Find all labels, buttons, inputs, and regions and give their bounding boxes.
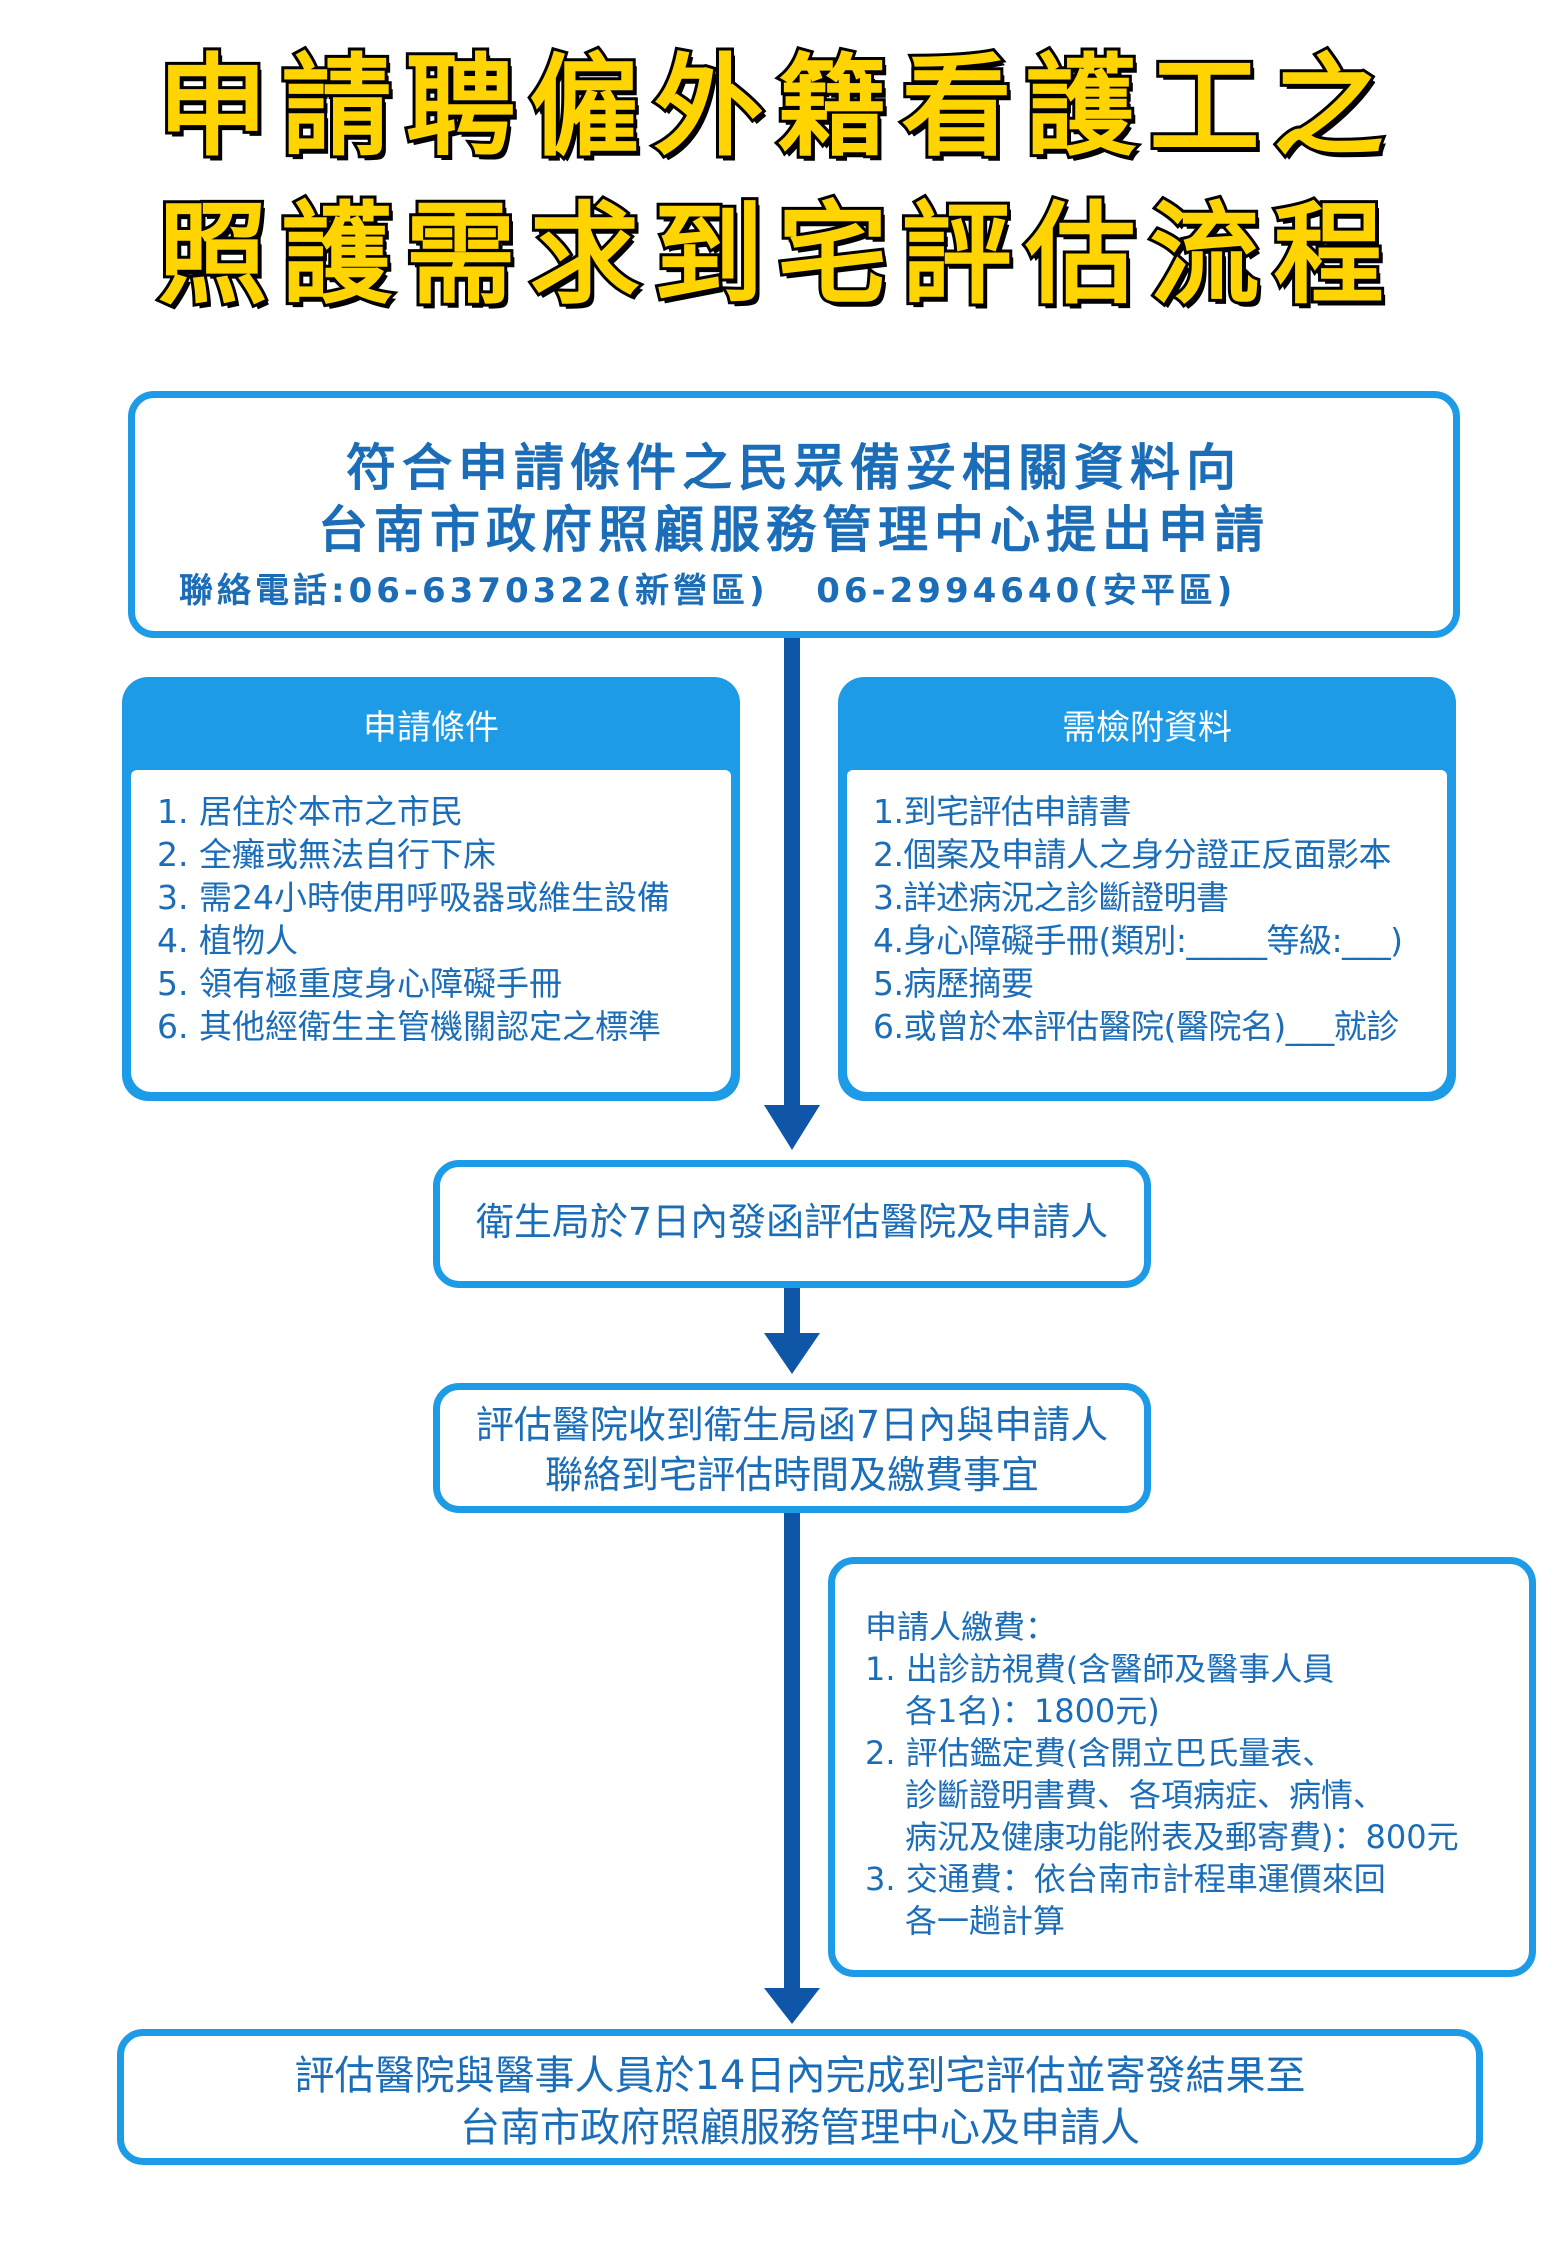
step-hospital-contact: 評估醫院收到衛生局函7日內與申請人 聯絡到宅評估時間及繳費事宜 — [433, 1383, 1151, 1513]
step2-line-1: 評估醫院收到衛生局函7日內與申請人 — [475, 1403, 1109, 1447]
application-box: 符合申請條件之民眾備妥相關資料向 台南市政府照顧服務管理中心提出申請 聯絡電話:… — [128, 391, 1460, 638]
application-line-2: 台南市政府照顧服務管理中心提出申請 — [318, 501, 1270, 559]
condition-item: 1. 居住於本市之市民 — [157, 792, 463, 831]
fee-line: 各1名)：1800元) — [905, 1692, 1160, 1730]
condition-item: 5. 領有極重度身心障礙手冊 — [157, 964, 562, 1003]
title-line-1: 申請聘僱外籍看護工之 — [155, 43, 1398, 171]
final-text: 評估醫院與醫事人員於14日內完成到宅評估並寄發結果至 台南市政府照顧服務管理中心… — [124, 2050, 1476, 2154]
fee-line: 各一趟計算 — [905, 1902, 1066, 1940]
document-item: 2.個案及申請人之身分證正反面影本 — [873, 835, 1392, 874]
application-line-1: 符合申請條件之民眾備妥相關資料向 — [346, 439, 1242, 497]
conditions-card: 申請條件 1. 居住於本市之市民 2. 全癱或無法自行下床 3. 需24小時使用… — [122, 677, 740, 1101]
document-item: 4.身心障礙手冊(類別:_____等級:___) — [873, 921, 1403, 960]
documents-header: 需檢附資料 — [1062, 708, 1232, 748]
document-item: 1.到宅評估申請書 — [873, 792, 1132, 831]
condition-item: 3. 需24小時使用呼吸器或維生設備 — [157, 878, 670, 917]
step-health-bureau-notice: 衛生局於7日內發函評估醫院及申請人 — [433, 1160, 1151, 1288]
condition-item: 4. 植物人 — [157, 921, 298, 960]
condition-item: 6. 其他經衛生主管機關認定之標準 — [157, 1007, 661, 1046]
step2-line-2: 聯絡到宅評估時間及繳費事宜 — [544, 1453, 1039, 1497]
arrow-shaft-1 — [784, 638, 800, 1108]
final-line-1: 評估醫院與醫事人員於14日內完成到宅評估並寄發結果至 — [294, 2053, 1306, 2099]
arrow-head-1 — [764, 1105, 820, 1150]
fee-line: 3. 交通費：依台南市計程車運價來回 — [865, 1860, 1386, 1898]
arrow-shaft-3 — [784, 1513, 800, 1991]
documents-card: 需檢附資料 1.到宅評估申請書 2.個案及申請人之身分證正反面影本 3.詳述病況… — [838, 677, 1456, 1101]
condition-item: 2. 全癱或無法自行下床 — [157, 835, 496, 874]
fee-title: 申請人繳費： — [865, 1608, 1058, 1646]
documents-list: 1.到宅評估申請書 2.個案及申請人之身分證正反面影本 3.詳述病況之診斷證明書… — [847, 770, 1447, 1092]
fee-line: 病況及健康功能附表及郵寄費)：800元 — [905, 1818, 1459, 1856]
step2-text: 評估醫院收到衛生局函7日內與申請人 聯絡到宅評估時間及繳費事宜 — [440, 1400, 1144, 1500]
arrow-shaft-2 — [784, 1288, 800, 1336]
fee-line: 1. 出診訪視費(含醫師及醫事人員 — [865, 1650, 1335, 1688]
arrow-head-3 — [764, 1988, 820, 2024]
step1-text: 衛生局於7日內發函評估醫院及申請人 — [475, 1200, 1109, 1244]
arrow-head-2 — [764, 1333, 820, 1374]
fee-line: 2. 評估鑑定費(含開立巴氏量表、 — [865, 1734, 1335, 1772]
contact-phone: 聯絡電話:06-6370322(新營區) 06-2994640(安平區) — [179, 571, 1237, 611]
document-item: 6.或曾於本評估醫院(醫院名)___就診 — [873, 1007, 1399, 1046]
document-item: 3.詳述病況之診斷證明書 — [873, 878, 1229, 917]
conditions-list: 1. 居住於本市之市民 2. 全癱或無法自行下床 3. 需24小時使用呼吸器或維… — [131, 770, 731, 1092]
final-line-2: 台南市政府照顧服務管理中心及申請人 — [460, 2105, 1140, 2151]
conditions-header: 申請條件 — [363, 708, 499, 748]
document-item: 5.病歷摘要 — [873, 964, 1034, 1003]
fee-box: 申請人繳費： 1. 出診訪視費(含醫師及醫事人員 各1名)：1800元) 2. … — [828, 1557, 1536, 1977]
fee-line: 診斷證明書費、各項病症、病情、 — [905, 1776, 1386, 1814]
final-step-box: 評估醫院與醫事人員於14日內完成到宅評估並寄發結果至 台南市政府照顧服務管理中心… — [117, 2029, 1483, 2165]
title-line-2: 照護需求到宅評估流程 — [155, 191, 1398, 319]
